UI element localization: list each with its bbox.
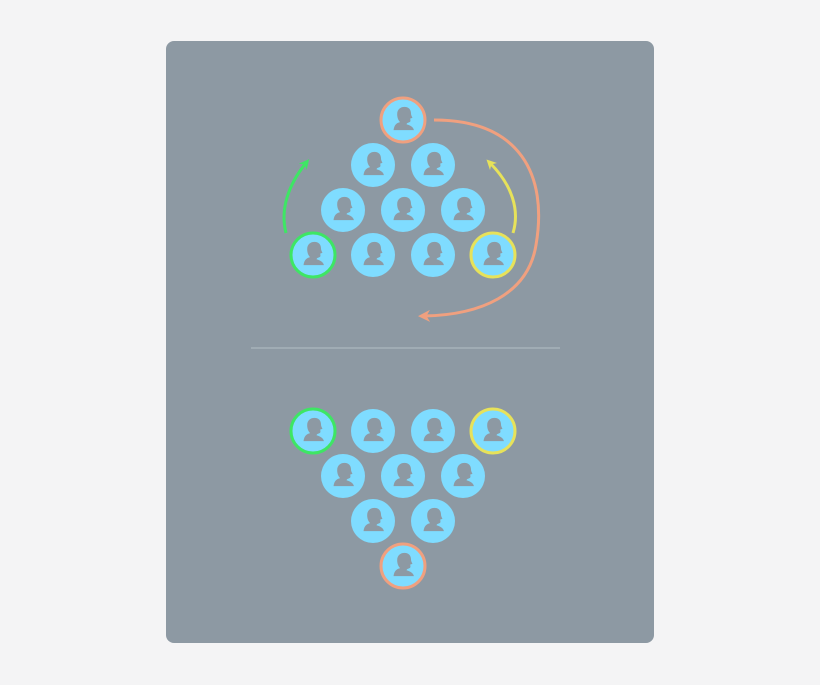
top-coin-plain-r2c2 [441, 188, 485, 232]
bottom-coin-plain-r0c2 [411, 409, 455, 453]
arrow-layer [282, 118, 541, 322]
top-coin-salmon-r0c0 [379, 96, 427, 144]
salmon-arrow-icon [418, 118, 541, 322]
top-coin-green-r3c0 [289, 231, 337, 279]
bottom-coin-green-r0c0 [289, 407, 337, 455]
top-coin-plain-r3c2 [411, 233, 455, 277]
top-coin-plain-r2c0 [321, 188, 365, 232]
bottom-coin-plain-r1c0 [321, 454, 365, 498]
bottom-coin-yellow-r0c3 [469, 407, 517, 455]
top-coin-plain-r2c1 [381, 188, 425, 232]
bottom-coin-salmon-r3c0 [379, 542, 427, 590]
bottom-coin-plain-r1c2 [441, 454, 485, 498]
top-coin-plain-r1c1 [411, 143, 455, 187]
bottom-coin-plain-r0c1 [351, 409, 395, 453]
top-coin-triangle [289, 96, 517, 279]
yellow-arrow-icon [486, 159, 517, 234]
bottom-coin-triangle [289, 407, 517, 590]
bottom-coin-plain-r2c0 [351, 499, 395, 543]
top-coin-plain-r3c1 [351, 233, 395, 277]
bottom-coin-plain-r1c1 [381, 454, 425, 498]
green-arrow-icon [282, 159, 310, 234]
bottom-coin-plain-r2c1 [411, 499, 455, 543]
top-coin-plain-r1c0 [351, 143, 395, 187]
top-coin-yellow-r3c3 [469, 231, 517, 279]
